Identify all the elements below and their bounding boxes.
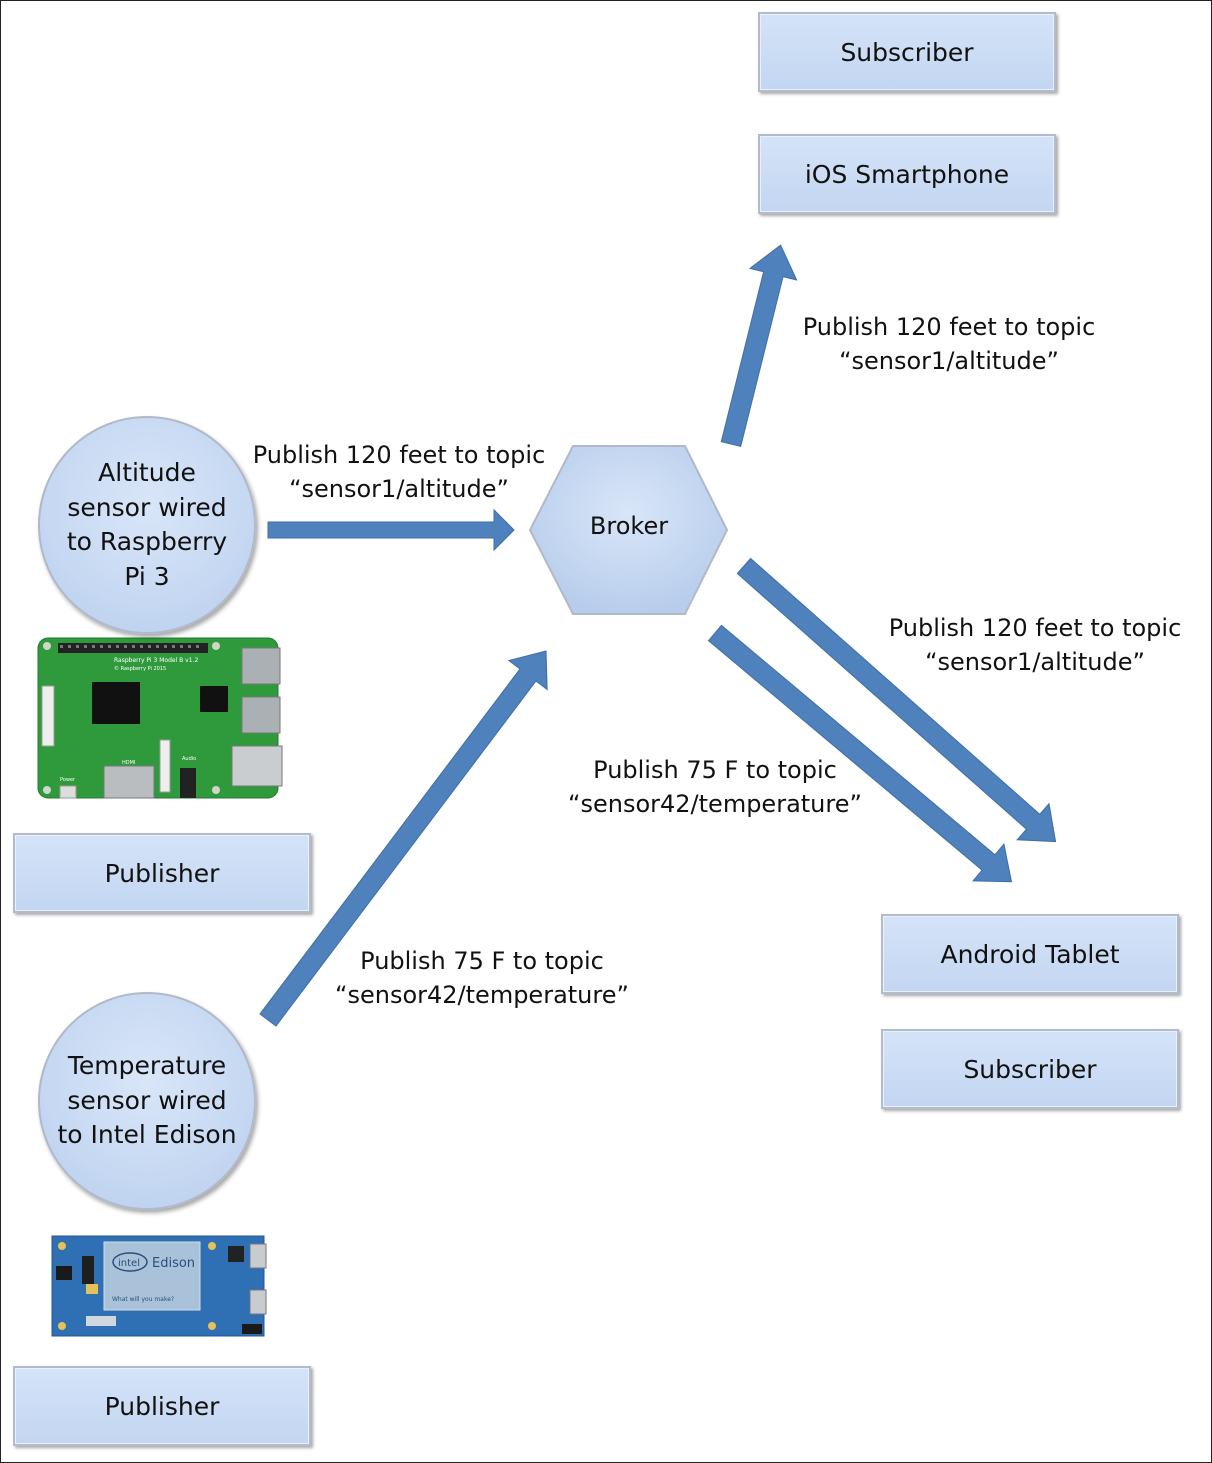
intel-edison-board-image: intel Edison What will you make? xyxy=(51,1235,267,1337)
subscriber-bottom-label: Subscriber xyxy=(963,1054,1097,1084)
label-android-temperature-line1: Publish 75 F to topic xyxy=(593,756,837,784)
label-android-altitude-line2: “sensor1/altitude” xyxy=(925,648,1145,676)
publisher-bottom-label: Publisher xyxy=(104,1391,220,1421)
label-left-altitude: Publish 120 feet to topic “sensor1/altit… xyxy=(250,438,548,506)
svg-text:© Raspberry Pi 2015: © Raspberry Pi 2015 xyxy=(114,665,166,672)
subscriber-box-top: Subscriber xyxy=(758,12,1056,92)
label-android-altitude-line1: Publish 120 feet to topic xyxy=(888,614,1182,642)
label-ios-altitude: Publish 120 feet to topic “sensor1/altit… xyxy=(800,310,1098,378)
arrow-broker-to-ios xyxy=(720,244,798,448)
temperature-sensor-label: Temperature sensor wired to Intel Edison xyxy=(57,1051,237,1150)
label-android-altitude: Publish 120 feet to topic “sensor1/altit… xyxy=(886,611,1184,679)
publisher-box-top: Publisher xyxy=(13,833,311,913)
label-left-temperature: Publish 75 F to topic “sensor42/temperat… xyxy=(332,944,632,1012)
arrow-broker-to-android-temperature xyxy=(707,624,1013,883)
publisher-box-bottom: Publisher xyxy=(13,1366,311,1446)
label-ios-altitude-line1: Publish 120 feet to topic xyxy=(802,313,1096,341)
label-left-altitude-line1: Publish 120 feet to topic xyxy=(252,441,546,469)
arrow-temperature-to-broker xyxy=(259,650,548,1027)
broker-label: Broker xyxy=(589,512,669,540)
android-tablet-box: Android Tablet xyxy=(881,914,1179,994)
ios-smartphone-box: iOS Smartphone xyxy=(758,134,1056,214)
broker-hexagon xyxy=(528,445,729,615)
svg-text:Edison: Edison xyxy=(152,1256,195,1271)
arrow-altitude-to-broker xyxy=(267,508,515,552)
android-label: Android Tablet xyxy=(940,939,1120,969)
altitude-sensor-circle: Altitude sensor wired to Raspberry Pi 3 xyxy=(38,416,256,634)
label-android-temperature: Publish 75 F to topic “sensor42/temperat… xyxy=(565,753,865,821)
label-left-altitude-line2: “sensor1/altitude” xyxy=(289,475,509,503)
publisher-top-label: Publisher xyxy=(104,858,220,888)
svg-text:What will you make?: What will you make? xyxy=(112,1296,174,1303)
svg-text:Audio: Audio xyxy=(182,756,196,762)
label-android-temperature-line2: “sensor42/temperature” xyxy=(568,790,862,818)
svg-text:Power: Power xyxy=(60,777,76,783)
svg-text:intel: intel xyxy=(118,1258,140,1269)
raspberry-pi-board-image: Raspberry Pi 3 Model B v1.2 © Raspberry … xyxy=(37,637,283,799)
subscriber-box-bottom: Subscriber xyxy=(881,1029,1179,1109)
svg-text:Raspberry Pi 3 Model B v1.2: Raspberry Pi 3 Model B v1.2 xyxy=(114,657,198,664)
temperature-sensor-circle: Temperature sensor wired to Intel Edison xyxy=(38,992,256,1210)
label-left-temperature-line1: Publish 75 F to topic xyxy=(360,947,604,975)
ios-label: iOS Smartphone xyxy=(804,159,1010,189)
subscriber-top-label: Subscriber xyxy=(840,37,974,67)
label-left-temperature-line2: “sensor42/temperature” xyxy=(335,981,629,1009)
svg-text:HDMI: HDMI xyxy=(122,760,135,766)
altitude-sensor-label: Altitude sensor wired to Raspberry Pi 3 xyxy=(66,458,228,591)
label-ios-altitude-line2: “sensor1/altitude” xyxy=(839,347,1059,375)
arrow-broker-to-android-altitude xyxy=(736,557,1057,843)
